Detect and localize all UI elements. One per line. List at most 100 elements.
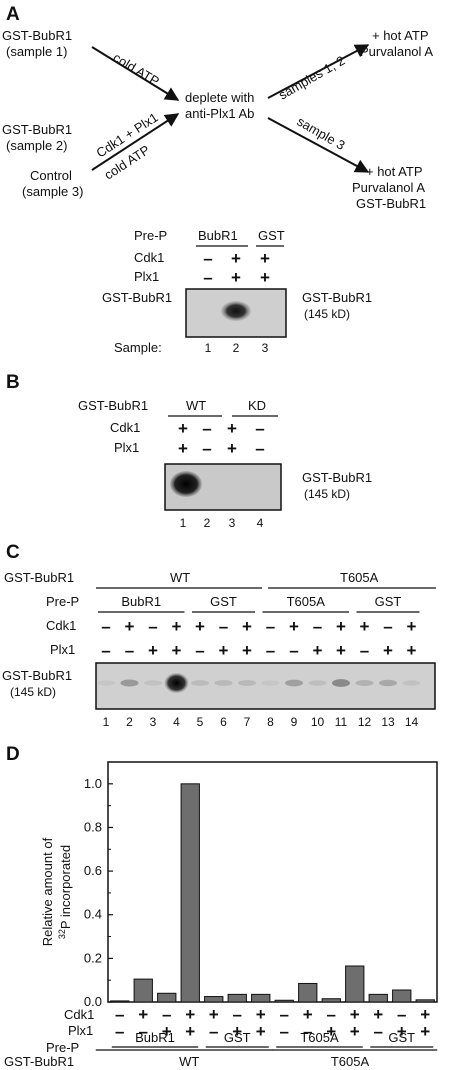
- d-plx1-sign: +: [185, 1022, 195, 1041]
- a-blot-label-2: (145 kD): [304, 307, 350, 321]
- c-plx1-sign: +: [148, 641, 158, 660]
- c-lane-number: 9: [291, 715, 298, 729]
- b-cdk1-sign: –: [255, 419, 264, 438]
- c-band: [402, 680, 421, 686]
- b-group-kd: KD: [248, 398, 266, 413]
- a-lane-number: 3: [262, 341, 269, 355]
- d-sign-grid: –+–++–+–+–++–+––++–++––++–++: [115, 1005, 430, 1041]
- c-plx1-sign: –: [360, 641, 369, 660]
- d-bar: [321, 998, 341, 1003]
- d-row-cdk1: Cdk1: [64, 1007, 94, 1022]
- c-bands: [97, 673, 421, 693]
- panel-a-letter: A: [6, 4, 20, 25]
- c-plx1-sign: –: [101, 641, 110, 660]
- c-cdk1-sign: +: [407, 617, 417, 636]
- d-plx1-sign: +: [350, 1022, 360, 1041]
- c-band: [164, 673, 189, 693]
- d-top-t605a: T605A: [331, 1054, 370, 1069]
- d-chart: 0.00.20.40.60.81.0: [84, 761, 438, 1009]
- blot-c: [95, 662, 436, 710]
- d-cdk1-sign: –: [397, 1005, 406, 1024]
- c-plx1-sign: +: [407, 641, 417, 660]
- d-plx1-sign: –: [374, 1022, 383, 1041]
- c-cdk1-sign: +: [289, 617, 299, 636]
- d-cdk1-sign: –: [280, 1005, 289, 1024]
- b-lane-number: 4: [257, 516, 264, 530]
- d-ylabel-line2: 32P incorporated: [57, 845, 73, 939]
- d-ytick-label: 1.0: [84, 776, 102, 791]
- c-cdk1-sign: +: [125, 617, 135, 636]
- arrow3-label: samples 1, 2: [276, 53, 347, 103]
- c-lane-number: 14: [405, 715, 419, 729]
- sample3-line2: (sample 3): [22, 184, 83, 199]
- sample1-line2: (sample 1): [6, 44, 67, 59]
- d-bar: [415, 999, 435, 1003]
- c-lane-number: 11: [335, 715, 348, 729]
- d-ytick-label: 0.0: [84, 994, 102, 1009]
- d-ylabel-rest: P incorporated: [58, 845, 73, 929]
- d-prep-label: T605A: [300, 1030, 339, 1045]
- c-plx1-sign: –: [266, 641, 275, 660]
- d-row-prep: Pre-P: [46, 1040, 79, 1055]
- c-cdk1-sign: +: [360, 617, 370, 636]
- c-plx1-sign: +: [242, 641, 252, 660]
- c-row-plx1: Plx1: [50, 642, 75, 657]
- c-plx1-sign: +: [383, 641, 393, 660]
- blot-a-band-lane2: [221, 301, 251, 321]
- center-line1: deplete with: [185, 90, 254, 105]
- b-row-cdk1: Cdk1: [110, 420, 140, 435]
- c-lane-number: 7: [244, 715, 251, 729]
- d-ytick-label: 0.6: [84, 863, 102, 878]
- d-cdk1-sign: –: [233, 1005, 242, 1024]
- c-lane-number: 10: [311, 715, 325, 729]
- d-plx1-sign: +: [420, 1022, 430, 1041]
- c-band: [308, 680, 327, 686]
- c-lane-number: 13: [381, 715, 395, 729]
- c-band: [120, 679, 139, 687]
- c-plx1-sign: +: [336, 641, 346, 660]
- c-band: [261, 680, 280, 686]
- c-lane-number: 2: [126, 715, 133, 729]
- d-plx1-sign: –: [115, 1022, 124, 1041]
- c-cdk1-sign: +: [195, 617, 205, 636]
- d-cdk1-sign: +: [303, 1005, 313, 1024]
- a-prep-gst: GST: [258, 228, 285, 243]
- d-prep-label: BubR1: [135, 1030, 175, 1045]
- panel-c: C GST-BubR1 Pre-P Cdk1 Plx1 WT T605A Bub…: [2, 542, 436, 729]
- c-lane-number: 6: [220, 715, 227, 729]
- c-sign-grid: –+–++–+–+–++–+––++–++––++–++: [101, 617, 416, 660]
- panel-b: B GST-BubR1 Cdk1 Plx1 WT KD +–+–+–+– GST…: [6, 372, 372, 530]
- panel-b-letter: B: [6, 372, 20, 393]
- c-band: [238, 680, 256, 686]
- out1-line1: + hot ATP: [372, 28, 429, 43]
- c-prep-label: GST: [375, 594, 402, 609]
- c-cdk1-sign: –: [101, 617, 110, 636]
- b-blot-label-2: (145 kD): [304, 487, 350, 501]
- c-plx1-sign: –: [195, 641, 204, 660]
- d-plx1-sign: +: [232, 1022, 242, 1041]
- b-row-gst: GST-BubR1: [78, 398, 148, 413]
- d-ylabel-line1: Relative amount of: [40, 837, 55, 946]
- d-cdk1-sign: +: [138, 1005, 148, 1024]
- c-plx1-sign: –: [289, 641, 298, 660]
- c-band: [214, 680, 233, 686]
- c-prep-label: GST: [210, 594, 237, 609]
- sample1-line1: GST-BubR1: [2, 28, 72, 43]
- c-cdk1-sign: –: [148, 617, 157, 636]
- c-prep-label: T605A: [287, 594, 326, 609]
- c-prep-label: BubR1: [121, 594, 161, 609]
- d-plot-frame: [107, 761, 438, 1003]
- a-blot-label-1: GST-BubR1: [302, 290, 372, 305]
- arrow-samples12: [267, 44, 370, 99]
- panel-c-letter: C: [6, 542, 20, 563]
- d-plx1-sign: +: [256, 1022, 266, 1041]
- c-lane-number: 5: [197, 715, 204, 729]
- c-band: [379, 679, 397, 687]
- c-row-prep: Pre-P: [46, 594, 79, 609]
- a-prep-bubr1: BubR1: [198, 228, 238, 243]
- a-lane-number: 1: [205, 341, 212, 355]
- d-bar: [345, 965, 365, 1003]
- c-row-cdk1: Cdk1: [46, 618, 76, 633]
